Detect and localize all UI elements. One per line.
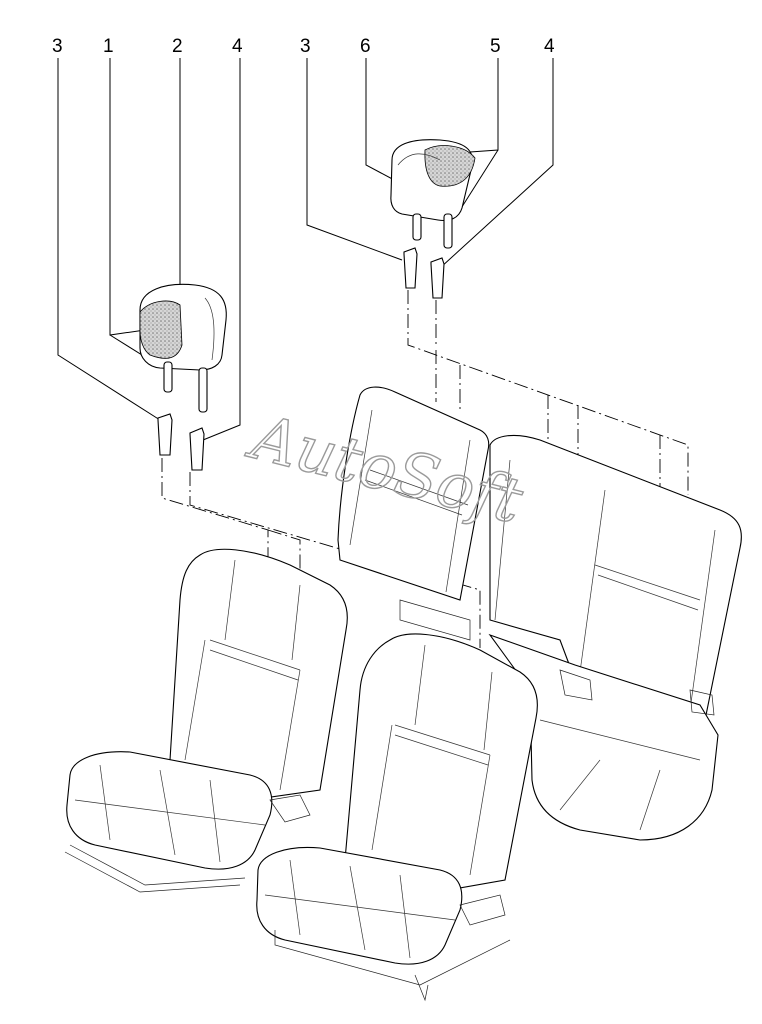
headrest-front-rod-left xyxy=(163,361,173,393)
leader-lines-left xyxy=(57,58,241,441)
leader-lines-right xyxy=(306,58,554,269)
headrest-rear xyxy=(390,139,476,249)
callout-right-1: 6 xyxy=(360,36,371,57)
callout-labels-right: 3 6 5 4 xyxy=(300,36,555,57)
callout-left-1: 1 xyxy=(103,36,114,57)
headrest-front-rod-right xyxy=(198,367,208,413)
rear-bench-seat xyxy=(337,386,742,841)
headrest-rear-rod-left xyxy=(412,213,422,241)
callout-right-3: 4 xyxy=(544,36,555,57)
front-seat-right xyxy=(256,633,538,1002)
callout-right-0: 3 xyxy=(300,36,311,57)
callout-labels-left: 3 1 2 4 xyxy=(52,36,243,57)
front-seat-left xyxy=(64,548,348,893)
assembly-lines xyxy=(161,290,689,648)
callout-left-2: 2 xyxy=(172,36,183,57)
callout-right-2: 5 xyxy=(490,36,501,57)
callout-left-0: 3 xyxy=(52,36,63,57)
headrest-rear-rod-right xyxy=(443,213,453,249)
guide-bushings-front xyxy=(157,413,205,471)
callout-left-3: 4 xyxy=(232,36,243,57)
guide-bushings-rear xyxy=(403,247,445,299)
headrest-front xyxy=(139,283,227,413)
